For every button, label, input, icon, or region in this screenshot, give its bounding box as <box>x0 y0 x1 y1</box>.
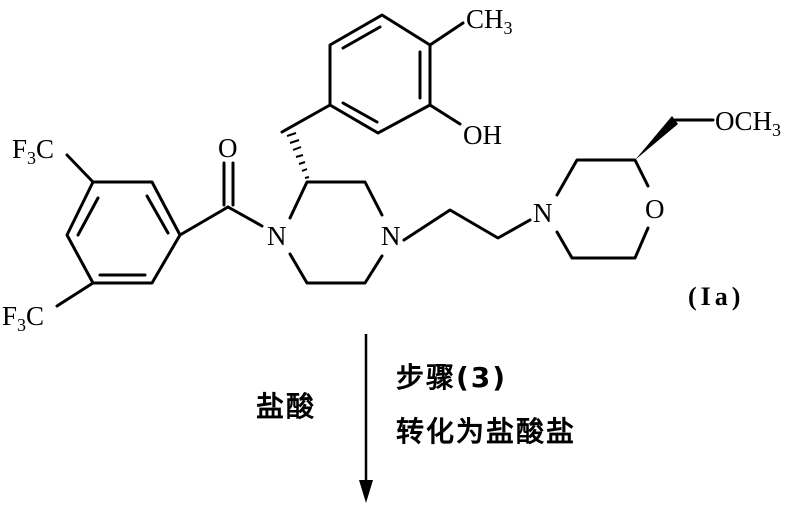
hashed-wedge-bond <box>286 132 310 179</box>
morpholine-n-label: N <box>533 198 553 228</box>
cf3-bottom-label: F3C <box>2 301 44 335</box>
compound-label: (Ia) <box>688 282 744 311</box>
piperazine-n1-label: N <box>267 221 287 251</box>
piperazine-n4-label: N <box>381 221 401 251</box>
morpholine-o-label: O <box>645 194 665 224</box>
upper-benzene-ring <box>328 13 432 135</box>
ch3-label: CH3 <box>466 4 513 38</box>
step-label: 步骤(3) <box>396 361 508 394</box>
left-benzene-ring <box>65 180 182 285</box>
cf3-top-label: F3C <box>12 134 54 168</box>
morpholine-ring <box>555 158 650 197</box>
oh-label: OH <box>463 120 502 150</box>
reaction-arrow <box>359 334 373 503</box>
carbonyl-oxygen-label: O <box>218 133 238 163</box>
step-description: 转化为盐酸盐 <box>396 415 577 448</box>
solid-wedge-bond <box>635 116 678 160</box>
och3-label: OCH3 <box>715 106 781 140</box>
reagent-label: 盐酸 <box>256 390 317 423</box>
bonds <box>55 13 715 308</box>
piperazine-ring <box>288 180 384 220</box>
